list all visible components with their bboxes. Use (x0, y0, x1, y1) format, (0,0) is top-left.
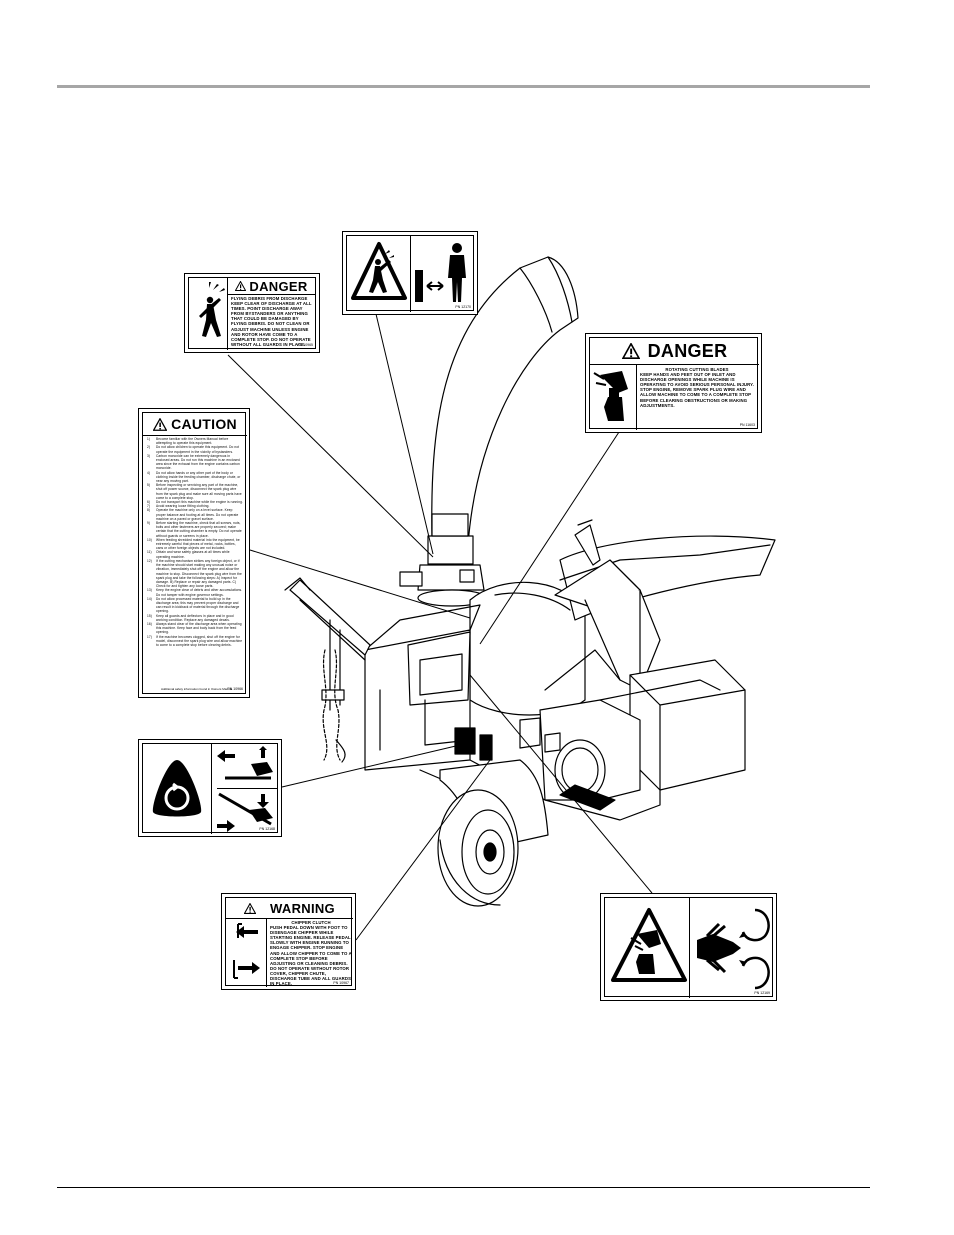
caution-item: 2)Do not allow children to operate this … (147, 445, 240, 454)
decal-body: PUSH PEDAL DOWN WITH FOOT TO DISENGAGE C… (270, 925, 352, 987)
warning-triangle-icon (244, 902, 257, 914)
caution-item: 3)Carbon monoxide can be extremely dange… (147, 453, 240, 471)
part-number: PN 12168 (259, 827, 275, 831)
warning-chipper-clutch-decal: WARNING CHIPPER CLUTCH PUSH PEDAL DOWN W… (221, 893, 356, 990)
warning-triangle-icon (235, 281, 247, 291)
part-number: PN 11603 (739, 423, 755, 427)
part-number: PN 10965 (297, 343, 313, 347)
caution-item: 14)Do not allow processed material to bu… (147, 596, 240, 614)
caution-item: 1)Become familiar with the Owners Manual… (147, 437, 229, 446)
flying-debris-icon (199, 282, 225, 337)
caution-list: 1)Become familiar with the Owners Manual… (147, 437, 243, 647)
warning-triangle-icon (621, 343, 640, 359)
hand-in-rollers-icon (697, 908, 770, 990)
decal-title: FLYING DEBRIS FROM DISCHARGE (231, 296, 308, 301)
caution-item: 4)Do not allow hands or any other part o… (147, 470, 241, 484)
part-number: PN 10967 (333, 981, 349, 985)
pedal-up-icon (217, 746, 273, 780)
rotor-rotation-icon (152, 760, 202, 817)
caution-item: 8)Operate the machine only on a level su… (147, 508, 239, 521)
decal-title: ROTATING CUTTING BLADES (665, 367, 729, 372)
caution-item: 11)Obtain and wear safety glasses at all… (147, 550, 230, 559)
hand-rotor-pictogram-decal: PN 12169 (600, 893, 777, 1001)
pedal-down-icon (217, 792, 273, 832)
caution-item: 6)Do not transport this machine while th… (147, 500, 243, 505)
decal-body: KEEP CLEAR OF DISCHARGE AT ALL TIMES. PO… (231, 301, 312, 347)
top-rule (57, 85, 870, 88)
caution-item: 15)Keep all guards and deflectors in pla… (147, 613, 234, 622)
warning-header: WARNING (270, 900, 335, 916)
hand-cutting-icon (593, 371, 628, 421)
danger-header: DANGER (647, 340, 728, 361)
caution-item: 5)Before inspecting or servicing any par… (147, 483, 242, 500)
hand-blade-triangle-icon (611, 908, 687, 982)
danger-rotating-blades-decal: DANGER ROTATING CUTTING BLADES KEEP HAND… (585, 333, 762, 433)
warning-triangle-icon (153, 417, 168, 431)
caution-item: 7)Avoid wearing loose fitting clothing. (147, 504, 210, 509)
caution-item: 9)Before starting the machine, check tha… (147, 521, 242, 538)
caution-decal: CAUTION 1)Become familiar with the Owner… (138, 408, 250, 698)
caution-item: 17)If the machine becomes clogged, shut … (147, 634, 243, 647)
safe-distance-person-icon (415, 243, 466, 302)
danger-flying-debris-decal: DANGER FLYING DEBRIS FROM DISCHARGE KEEP… (184, 273, 320, 353)
decal-title: CHIPPER CLUTCH (291, 920, 331, 925)
caution-item: 13)Keep the engine clear of debris and o… (147, 588, 243, 597)
decal-body: KEEP HANDS AND FEET OUT OF INLET AND DIS… (640, 372, 754, 408)
caution-item: 12)If the cutting mechanism strikes any … (147, 558, 242, 589)
clutch-arrows-icon (233, 923, 260, 979)
clearance-pictogram-decal: PN 12170 (342, 231, 478, 315)
caution-item: 10)When feeding shredded material into t… (147, 537, 240, 551)
caution-footer: Additional safety information found in O… (161, 687, 233, 691)
part-number: PN 12169 (754, 991, 770, 995)
bottom-rule (57, 1187, 870, 1188)
flying-debris-triangle-icon (351, 242, 407, 300)
caution-header: CAUTION (171, 416, 237, 432)
caution-item: 16)Always stand clear of the discharge a… (147, 621, 242, 635)
part-number: PN 10966 (227, 687, 243, 691)
part-number: PN 12170 (455, 305, 471, 309)
clutch-pictogram-decal: PN 12168 (138, 739, 282, 837)
danger-header: DANGER (249, 278, 308, 294)
